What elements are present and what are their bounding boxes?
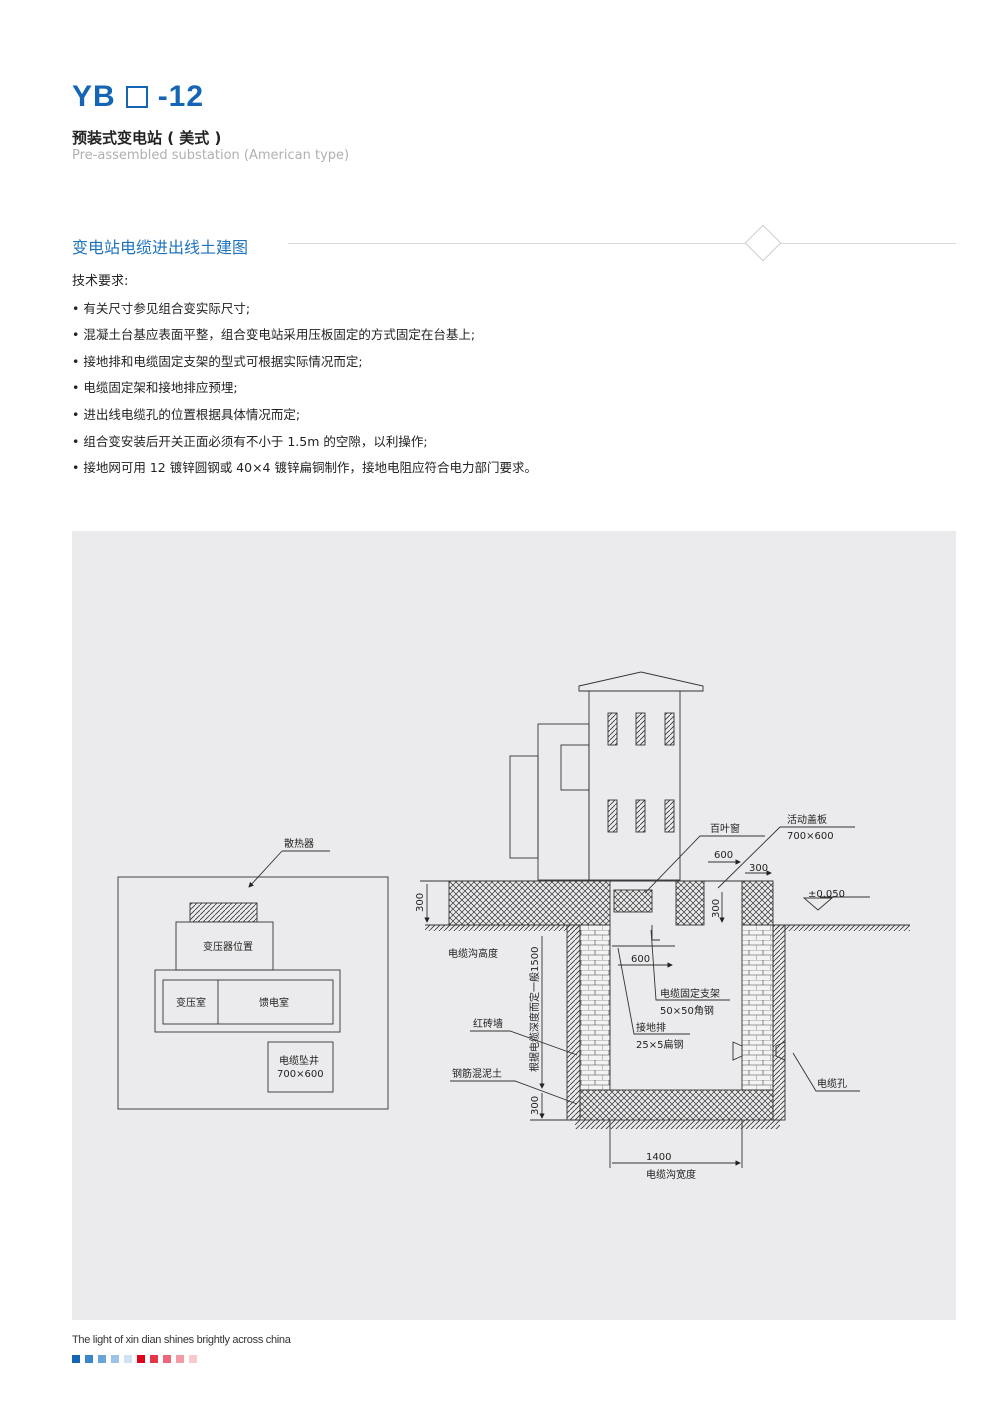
requirement-item: • 混凝土台基应表面平整，组合变电站采用压板固定的方式固定在台基上; xyxy=(72,327,476,342)
logo-prefix: YB xyxy=(72,80,116,113)
color-swatch xyxy=(176,1355,184,1363)
label-feeder-room: 馈电室 xyxy=(259,996,289,1009)
label-radiator: 散热器 xyxy=(284,837,314,850)
dim-300-bottom: 300 xyxy=(530,1096,541,1115)
louver xyxy=(613,889,653,913)
dim-600-top: 600 xyxy=(714,850,733,861)
section-divider xyxy=(288,243,956,244)
label-louver: 百叶窗 xyxy=(710,822,740,835)
label-trench-height: 电缆沟高度 xyxy=(448,947,498,960)
requirement-item: • 电缆固定架和接地排应预埋; xyxy=(72,380,238,395)
label-cable-hole: 电缆孔 xyxy=(817,1077,847,1090)
drawing-panel: 散热器 变压器位置 变压室 馈电室 电缆坠井 700×600 百叶窗 活动盖板 … xyxy=(72,531,956,1320)
label-cable-well-size: 700×600 xyxy=(277,1069,324,1080)
labels: 散热器 变压器位置 变压室 馈电室 电缆坠井 700×600 百叶窗 活动盖板 … xyxy=(176,813,847,1181)
dim-600-mid: 600 xyxy=(631,954,650,965)
label-bracket-spec: 50×50角钢 xyxy=(660,1004,714,1017)
page-subtitle: Pre-assembled substation (American type) xyxy=(72,148,350,163)
label-transformer-position: 变压器位置 xyxy=(203,940,253,953)
depth-note: 根据电缆深度而定一般1500 xyxy=(528,947,541,1072)
label-trench-width: 电缆沟宽度 xyxy=(646,1168,696,1181)
requirement-item: • 接地排和电缆固定支架的型式可根据实际情况而定; xyxy=(72,354,363,369)
label-concrete: 钢筋混泥土 xyxy=(452,1067,502,1080)
dim-300-mid: 300 xyxy=(711,899,722,918)
requirement-item: • 组合变安装后开关正面必须有不小于 1.5m 的空隙，以利操作; xyxy=(72,434,428,449)
plan-view xyxy=(117,850,389,1110)
color-swatch xyxy=(85,1355,93,1363)
label-cover: 活动盖板 xyxy=(787,813,827,826)
label-bracket: 电缆固定支架 xyxy=(660,987,720,1000)
dim-width: 1400 xyxy=(646,1152,671,1163)
diamond-ornament-icon xyxy=(744,224,782,262)
color-swatch xyxy=(150,1355,158,1363)
footer-tagline: The light of xin dian shines brightly ac… xyxy=(72,1334,291,1346)
requirement-item: • 有关尺寸参见组合变实际尺寸; xyxy=(72,301,251,316)
label-ground-bar-spec: 25×5扁钢 xyxy=(636,1038,683,1051)
color-swatch xyxy=(72,1355,80,1363)
product-logo: YB -12 xyxy=(72,82,204,112)
dim-300-left: 300 xyxy=(415,893,426,912)
requirements-heading: 技术要求: xyxy=(72,274,129,289)
color-swatch xyxy=(137,1355,145,1363)
logo-box xyxy=(125,86,148,108)
color-swatch xyxy=(98,1355,106,1363)
label-cable-well: 电缆坠井 xyxy=(279,1054,319,1067)
civil-drawing: 散热器 变压器位置 变压室 馈电室 电缆坠井 700×600 百叶窗 活动盖板 … xyxy=(117,671,910,1181)
color-swatch xyxy=(163,1355,171,1363)
label-brick-wall: 红砖墙 xyxy=(473,1017,503,1030)
elevation-label: ±0.050 xyxy=(808,889,845,900)
color-swatch xyxy=(111,1355,119,1363)
color-swatch xyxy=(189,1355,197,1363)
requirement-item: • 进出线电缆孔的位置根据具体情况而定; xyxy=(72,407,301,422)
color-swatch xyxy=(124,1355,132,1363)
color-swatches xyxy=(72,1355,197,1363)
page-title: 预装式变电站 ( 美式 ) xyxy=(72,129,222,147)
label-ground-bar: 接地排 xyxy=(636,1021,666,1034)
dim-300-top: 300 xyxy=(749,863,768,874)
label-transformer-room: 变压室 xyxy=(176,996,206,1009)
substation-building xyxy=(509,671,704,881)
requirement-item: • 接地网可用 12 镀锌圆钢或 40×4 镀锌扁铜制作，接地电阻应符合电力部门… xyxy=(72,460,537,475)
section-title: 变电站电缆进出线土建图 xyxy=(72,238,249,257)
label-cover-size: 700×600 xyxy=(787,831,834,842)
logo-suffix: -12 xyxy=(157,80,205,113)
